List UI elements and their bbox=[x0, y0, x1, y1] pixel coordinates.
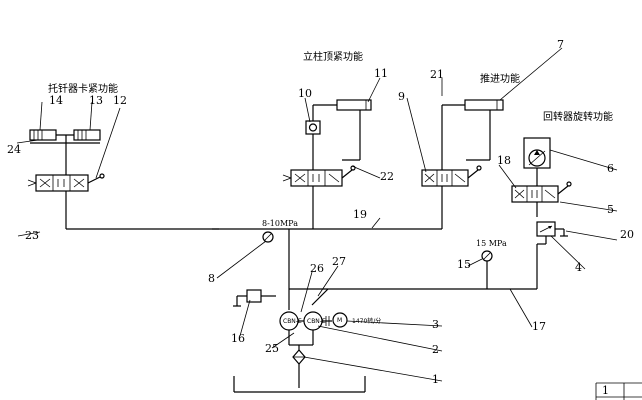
valve-12 bbox=[27, 173, 105, 192]
callout-numbers: 1 2 3 4 5 6 7 8 9 10 11 12 13 14 15 16 1… bbox=[7, 38, 634, 386]
suction-filter-25 bbox=[292, 345, 306, 388]
callout-6: 6 bbox=[607, 162, 614, 175]
gauge-15 bbox=[481, 250, 493, 289]
caption-rotate-function: 回转器旋转功能 bbox=[543, 110, 613, 123]
gauge-8 bbox=[262, 231, 274, 243]
callout-9: 9 bbox=[398, 90, 405, 103]
callout-19: 19 bbox=[353, 208, 367, 221]
valve-22 bbox=[282, 165, 356, 187]
relief-valve-4 bbox=[536, 221, 568, 259]
callout-25: 25 bbox=[265, 342, 279, 355]
callout-26: 26 bbox=[310, 262, 324, 275]
valve-9 bbox=[421, 165, 482, 187]
callout-11: 11 bbox=[374, 67, 388, 80]
column-cylinder-11 bbox=[312, 99, 372, 161]
caption-feed-function: 推进功能 bbox=[480, 72, 520, 85]
pump-group: CBN-E CBN-E M 1470转/分 bbox=[279, 311, 381, 346]
rotation-motor-6 bbox=[523, 137, 551, 186]
callout-8: 8 bbox=[208, 272, 215, 285]
callout-21: 21 bbox=[430, 68, 444, 81]
callout-1: 1 bbox=[432, 373, 439, 386]
callout-4: 4 bbox=[575, 261, 582, 274]
callout-10: 10 bbox=[298, 87, 312, 100]
title-block-cell: 1 bbox=[602, 384, 609, 397]
callout-20: 20 bbox=[620, 228, 634, 241]
callout-23: 23 bbox=[25, 229, 39, 242]
callout-24: 24 bbox=[7, 143, 21, 156]
title-block: 1 bbox=[595, 382, 642, 400]
caption-clamp-function: 托钎器卡紧功能 bbox=[48, 82, 118, 95]
callout-17: 17 bbox=[532, 320, 546, 333]
valve-5 bbox=[511, 181, 572, 203]
callout-12: 12 bbox=[113, 94, 127, 107]
callout-2: 2 bbox=[432, 343, 439, 356]
caption-column-function: 立柱顶紧功能 bbox=[303, 50, 363, 63]
motor-rpm: 1470转/分 bbox=[352, 317, 381, 325]
pressure-label-8-10mpa: 8-10MPa bbox=[262, 219, 298, 228]
callout-18: 18 bbox=[497, 154, 511, 167]
callout-14: 14 bbox=[49, 94, 63, 107]
pump-code-left: CBN-E bbox=[283, 318, 302, 325]
callout-13: 13 bbox=[89, 94, 103, 107]
leader-lines bbox=[16, 47, 618, 382]
tank bbox=[233, 376, 366, 393]
motor-code: M bbox=[337, 317, 342, 324]
feed-cylinder-7 bbox=[441, 99, 504, 170]
callout-16: 16 bbox=[231, 332, 245, 345]
check-valve-10 bbox=[305, 120, 321, 170]
callout-7: 7 bbox=[557, 38, 564, 51]
callout-22: 22 bbox=[380, 170, 394, 183]
clamp-cylinders bbox=[29, 129, 101, 175]
pressure-filter-16 bbox=[233, 289, 276, 307]
callout-5: 5 bbox=[607, 203, 614, 216]
callout-15: 15 bbox=[457, 258, 471, 271]
callout-27: 27 bbox=[332, 255, 346, 268]
pump-code-right: CBN-E bbox=[307, 318, 326, 325]
callout-3: 3 bbox=[432, 318, 439, 331]
pressure-label-15mpa: 15 MPa bbox=[476, 239, 507, 248]
